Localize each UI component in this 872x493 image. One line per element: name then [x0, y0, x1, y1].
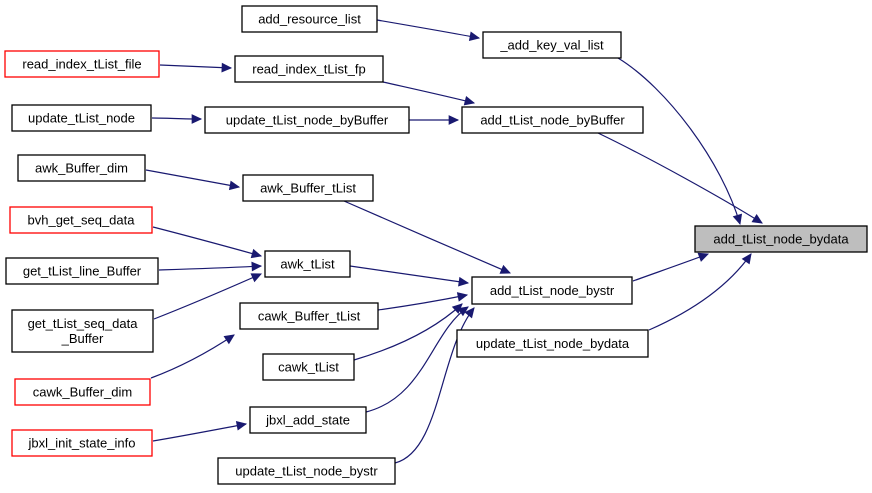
edge-read_index_tList_fp--add_tList_node_byBuffer — [382, 81, 476, 106]
node-box[interactable] — [234, 55, 384, 83]
node-box[interactable] — [456, 329, 649, 358]
node-box[interactable] — [241, 5, 378, 33]
node-add_resource_list[interactable]: add_resource_list — [241, 5, 378, 33]
node-label: jbxl_add_state — [265, 413, 350, 428]
edge-add_tList_node_byBuffer--add_tList_node_bydata — [597, 132, 763, 224]
edge-jbxl_init_state_info--jbxl_add_state — [152, 420, 248, 442]
node-label: update_tList_node_byBuffer — [226, 113, 389, 128]
edge-get_tList_line_Buffer--awk_tList — [158, 261, 263, 272]
node-label: awk_Buffer_tList — [260, 181, 356, 196]
node-box — [694, 225, 868, 253]
edge-awk_Buffer_tList--add_tList_node_bystr — [343, 200, 512, 274]
node-label: get_tList_line_Buffer — [23, 264, 142, 279]
edge-cawk_Buffer_tList--add_tList_node_bystr — [377, 292, 469, 311]
node-box[interactable] — [217, 457, 396, 485]
node-box[interactable] — [14, 378, 151, 406]
node-cawk_Buffer_tList[interactable]: cawk_Buffer_tList — [239, 302, 379, 330]
node-cawk_tList[interactable]: cawk_tList — [262, 353, 355, 381]
node-box[interactable] — [4, 50, 160, 78]
node-label: read_index_tList_fp — [252, 62, 365, 77]
edge-cawk_Buffer_dim--cawk_Buffer_tList — [150, 334, 235, 379]
edge-bvh_get_seq_data--awk_tList — [152, 226, 263, 259]
node-label: add_tList_node_byBuffer — [480, 113, 625, 128]
node-label: add_tList_node_bystr — [490, 283, 615, 298]
edge-jbxl_add_state--add_tList_node_bystr — [365, 306, 469, 413]
edge-cawk_tList--add_tList_node_bystr — [353, 303, 463, 361]
edge-awk_Buffer_dim--awk_Buffer_tList — [145, 169, 241, 191]
node-label: cawk_Buffer_dim — [33, 385, 132, 400]
node-label: read_index_tList_file — [22, 57, 141, 72]
node-box[interactable] — [17, 154, 146, 182]
node-box[interactable] — [204, 106, 410, 134]
node-label: cawk_Buffer_tList — [258, 309, 361, 324]
edge-read_index_tList_file--read_index_tList_fp — [159, 62, 233, 73]
node-label: bvh_get_seq_data — [28, 213, 136, 228]
node-box[interactable] — [11, 309, 154, 353]
edge-get_tList_seq_data_Buffer--awk_tList — [153, 273, 263, 320]
node-label: update_tList_node — [28, 111, 135, 126]
node-box[interactable] — [471, 276, 633, 305]
node-update_tList_node_bystr[interactable]: update_tList_node_bystr — [217, 457, 396, 485]
node-label: awk_tList — [280, 257, 335, 272]
node-cawk_Buffer_dim[interactable]: cawk_Buffer_dim — [14, 378, 151, 406]
node-awk_Buffer_dim[interactable]: awk_Buffer_dim — [17, 154, 146, 182]
node-add_tList_node_bydata: add_tList_node_bydata — [694, 225, 868, 253]
node-add_tList_node_byBuffer[interactable]: add_tList_node_byBuffer — [461, 106, 644, 134]
node-get_tList_seq_data_Buffer[interactable]: get_tList_seq_data_Buffer — [11, 309, 154, 353]
node-box[interactable] — [5, 257, 159, 285]
node-label: update_tList_node_bydata — [476, 336, 630, 351]
node-jbxl_add_state[interactable]: jbxl_add_state — [249, 406, 367, 434]
node-label: awk_Buffer_dim — [35, 161, 128, 176]
edge-add_tList_node_bystr--add_tList_node_bydata — [632, 252, 710, 282]
node-label: _add_key_val_list — [499, 38, 604, 53]
edge-update_tList_node_bystr--add_tList_node_bystr — [394, 307, 475, 464]
node-box[interactable] — [262, 353, 355, 381]
node-get_tList_line_Buffer[interactable]: get_tList_line_Buffer — [5, 257, 159, 285]
node-_add_key_val_list[interactable]: _add_key_val_list — [482, 31, 622, 59]
node-box[interactable] — [11, 429, 153, 457]
edge-awk_tList--add_tList_node_bystr — [349, 265, 470, 287]
node-label: add_tList_node_bydata — [713, 232, 849, 247]
node-read_index_tList_file[interactable]: read_index_tList_file — [4, 50, 160, 78]
node-jbxl_init_state_info[interactable]: jbxl_init_state_info — [11, 429, 153, 457]
node-awk_Buffer_tList[interactable]: awk_Buffer_tList — [242, 174, 374, 202]
node-box[interactable] — [264, 250, 351, 278]
node-update_tList_node_bydata[interactable]: update_tList_node_bydata — [456, 329, 649, 358]
node-box[interactable] — [249, 406, 367, 434]
node-read_index_tList_fp[interactable]: read_index_tList_fp — [234, 55, 384, 83]
node-label: get_tList_seq_data_Buffer — [28, 316, 139, 346]
node-update_tList_node[interactable]: update_tList_node — [11, 104, 152, 132]
node-add_tList_node_bystr[interactable]: add_tList_node_bystr — [471, 276, 633, 305]
node-awk_tList[interactable]: awk_tList — [264, 250, 351, 278]
node-layer: read_index_tList_file update_tList_nodeaw… — [4, 5, 868, 485]
node-box[interactable] — [239, 302, 379, 330]
edge-update_tList_node_bydata--add_tList_node_bydata — [648, 253, 752, 331]
node-label: cawk_tList — [278, 360, 339, 375]
edge-update_tList_node--update_tList_node_byBuffer — [151, 114, 203, 124]
node-label: add_resource_list — [258, 12, 361, 27]
node-box[interactable] — [461, 106, 644, 134]
node-box[interactable] — [482, 31, 622, 59]
node-box[interactable] — [242, 174, 374, 202]
edge-add_resource_list--_add_key_val_list — [376, 19, 481, 42]
node-box[interactable] — [9, 206, 153, 234]
node-bvh_get_seq_data[interactable]: bvh_get_seq_data — [9, 206, 153, 234]
node-box[interactable] — [11, 104, 152, 132]
node-update_tList_node_byBuffer[interactable]: update_tList_node_byBuffer — [204, 106, 410, 134]
edge-_add_key_val_list--add_tList_node_bydata — [617, 57, 743, 226]
node-label: jbxl_init_state_info — [28, 436, 136, 451]
node-label: update_tList_node_bystr — [235, 464, 378, 479]
edge-layer — [145, 19, 763, 464]
